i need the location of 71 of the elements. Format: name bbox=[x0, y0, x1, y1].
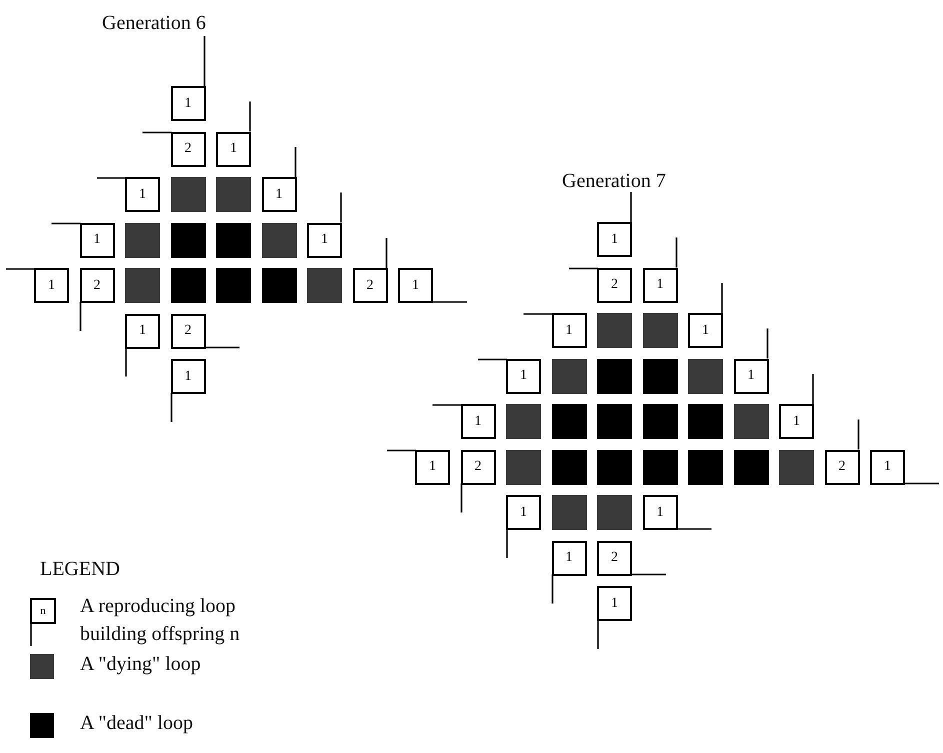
reproducing-loop-cell: 1 bbox=[262, 177, 296, 212]
reproducing-loop-cell: 2 bbox=[170, 314, 206, 348]
dying-loop-cell bbox=[734, 404, 768, 439]
reproducing-loop-cell: 2 bbox=[597, 268, 632, 302]
generation-title: Generation 7 bbox=[562, 170, 666, 193]
reproducing-loop-cell: 1 bbox=[552, 540, 586, 576]
dead-loop-cell bbox=[262, 268, 296, 303]
reproducing-loop-cell: 1 bbox=[734, 358, 768, 394]
legend-heading: LEGEND bbox=[40, 558, 120, 581]
reproducing-loop-cell: 1 bbox=[552, 313, 586, 348]
dying-loop-cell bbox=[779, 450, 814, 484]
reproducing-loop-cell: 1 bbox=[460, 404, 496, 439]
reproducing-loop-cell: 1 bbox=[642, 495, 678, 530]
reproducing-loop-cell: 1 bbox=[506, 495, 541, 530]
legend-text: A "dead" loop bbox=[80, 712, 193, 735]
reproducing-loop-cell: 1 bbox=[307, 222, 342, 258]
dead-loop-cell bbox=[216, 268, 251, 303]
dying-loop-cell bbox=[597, 495, 632, 530]
reproducing-loop-cell: 2 bbox=[80, 268, 114, 303]
legend-text: A "dying" loop bbox=[80, 653, 201, 676]
dead-loop-cell bbox=[734, 450, 768, 484]
dying-loop-cell bbox=[307, 268, 342, 303]
dying-loop-cell bbox=[688, 358, 723, 394]
reproducing-loop-cell: 1 bbox=[170, 359, 206, 394]
reproducing-loop-cell: 1 bbox=[779, 404, 814, 439]
dead-loop-cell bbox=[552, 404, 586, 439]
dying-loop-cell bbox=[552, 358, 586, 394]
dying-loop-cell bbox=[262, 222, 296, 258]
dead-loop-cell bbox=[688, 450, 723, 484]
reproducing-loop-cell: 1 bbox=[597, 222, 632, 257]
reproducing-loop-cell: 1 bbox=[125, 177, 160, 212]
dying-loop-cell bbox=[552, 495, 586, 530]
reproducing-loop-cell: 2 bbox=[824, 450, 860, 484]
reproducing-loop-cell: 1 bbox=[80, 222, 114, 258]
dying-loop-cell bbox=[506, 450, 541, 484]
reproducing-loop-cell: 1 bbox=[398, 268, 433, 303]
dead-loop-cell bbox=[552, 450, 586, 484]
dying-loop-cell bbox=[125, 222, 160, 258]
dying-loop-cell bbox=[597, 313, 632, 348]
reproducing-loop-cell: 2 bbox=[352, 268, 388, 303]
legend-sample-cell: n bbox=[30, 598, 56, 624]
dead-loop-cell bbox=[642, 404, 678, 439]
dying-loop-cell bbox=[125, 268, 160, 303]
reproducing-loop-cell: 1 bbox=[34, 268, 69, 303]
reproducing-loop-cell: 1 bbox=[870, 450, 905, 484]
reproducing-loop-cell: 2 bbox=[460, 450, 496, 484]
reproducing-loop-cell: 1 bbox=[688, 313, 723, 348]
reproducing-loop-cell: 1 bbox=[170, 86, 206, 121]
reproducing-loop-cell: 2 bbox=[597, 540, 632, 576]
legend-text: A reproducing loop building offspring n bbox=[80, 594, 241, 647]
dead-loop-cell bbox=[688, 404, 723, 439]
reproducing-loop-cell: 1 bbox=[415, 450, 450, 484]
reproducing-loop-cell: 1 bbox=[597, 586, 632, 621]
dead-loop-cell bbox=[597, 404, 632, 439]
dead-loop-cell bbox=[642, 358, 678, 394]
dead-loop-cell bbox=[170, 268, 206, 303]
dead-loop-cell bbox=[597, 450, 632, 484]
dying-loop-cell bbox=[506, 404, 541, 439]
reproducing-loop-cell: 1 bbox=[642, 268, 678, 302]
reproducing-loop-cell: 1 bbox=[125, 314, 160, 348]
dead-loop-cell bbox=[216, 222, 251, 258]
dead-loop-cell bbox=[170, 222, 206, 258]
dead-loop-cell bbox=[642, 450, 678, 484]
dying-loop-cell bbox=[216, 177, 251, 212]
reproducing-loop-cell: 2 bbox=[170, 132, 206, 166]
reproducing-loop-cell: 1 bbox=[216, 132, 251, 166]
dying-loop-cell bbox=[170, 177, 206, 212]
reproducing-loop-cell: 1 bbox=[506, 358, 541, 394]
generation-title: Generation 6 bbox=[102, 12, 206, 35]
dead-loop-cell bbox=[597, 358, 632, 394]
dying-loop-cell bbox=[642, 313, 678, 348]
